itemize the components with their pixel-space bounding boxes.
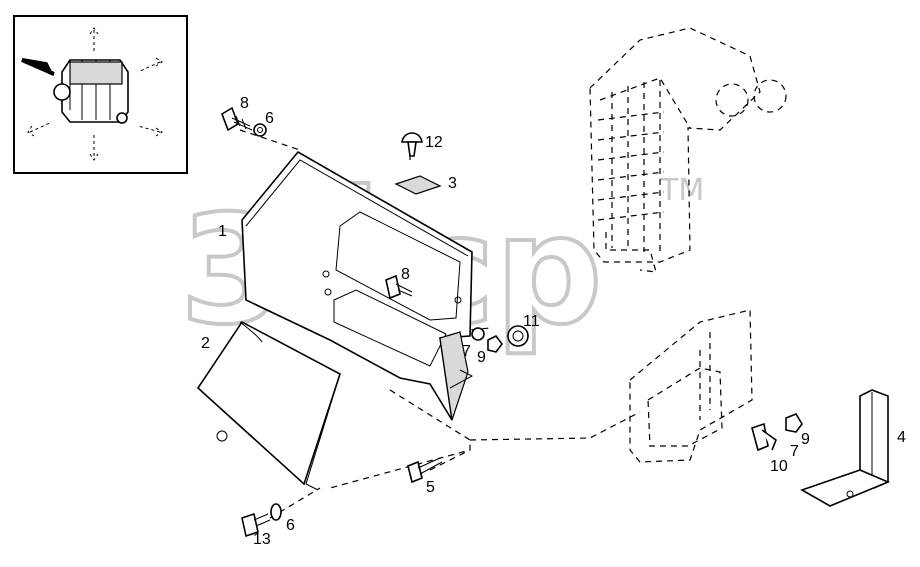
- callout-11: 11: [523, 313, 540, 330]
- frame-bracket-outline: [629, 309, 753, 463]
- callout-10: 10: [770, 458, 788, 475]
- bolt-8a: [221, 106, 267, 137]
- callout-3: 3: [448, 175, 457, 192]
- radiator-outline: [589, 27, 787, 273]
- callout-6-b: 6: [286, 517, 295, 534]
- callout-9: 9: [477, 349, 486, 366]
- nut-11-washer-7-9: [471, 325, 529, 353]
- callout-9-b: 9: [801, 431, 810, 448]
- callout-4: 4: [897, 429, 906, 446]
- bolt-8b: [385, 274, 413, 300]
- callout-5: 5: [426, 479, 435, 496]
- clip-10-nut-9: [751, 413, 803, 452]
- small-plate: [394, 175, 442, 195]
- bolt-13-washer-6: [241, 503, 282, 538]
- locator-inset-icon: [13, 15, 188, 174]
- callout-8: 8: [240, 95, 249, 112]
- bolt-5: [407, 457, 443, 484]
- callout-7: 7: [462, 343, 471, 360]
- support-bracket: [800, 389, 891, 507]
- callout-6: 6: [265, 110, 274, 127]
- callout-8-b: 8: [401, 266, 410, 283]
- callout-7-b: 7: [790, 443, 799, 460]
- callout-2: 2: [201, 335, 210, 352]
- callout-1: 1: [218, 223, 227, 240]
- push-rivet-icon: [401, 132, 423, 157]
- callout-12: 12: [425, 134, 443, 151]
- main-cover-panel: [241, 150, 474, 421]
- callout-13: 13: [253, 531, 271, 548]
- watermark-tm: TM: [659, 173, 704, 208]
- lower-cover-panel: [196, 320, 341, 491]
